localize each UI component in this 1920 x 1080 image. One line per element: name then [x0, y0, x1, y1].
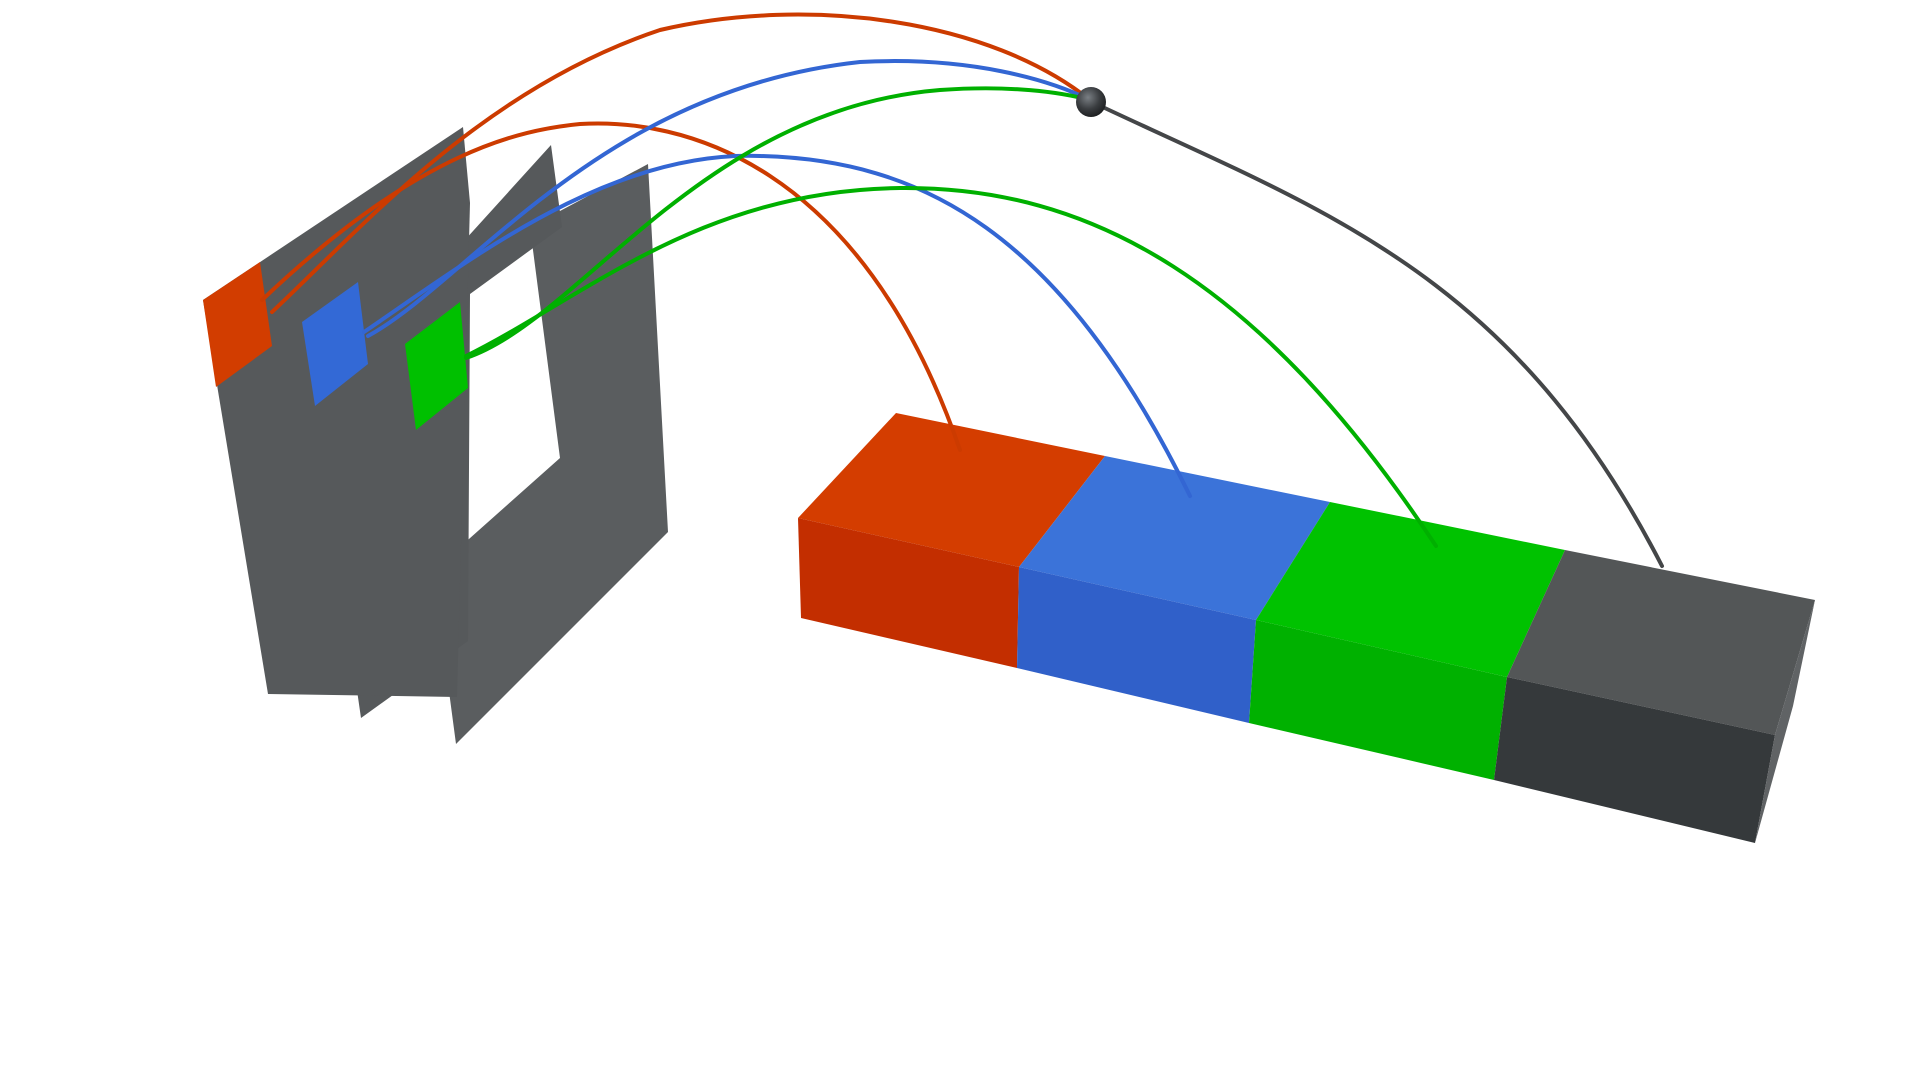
feature-map-layer-front — [203, 127, 470, 697]
output-segment-gray-top — [1507, 550, 1815, 735]
output-segment-red-top — [798, 413, 1105, 567]
patch-green — [405, 302, 468, 430]
patch-red — [203, 262, 272, 387]
connection-red-to-node — [270, 12, 1092, 314]
connection-red-to-output — [260, 121, 962, 452]
summation-node — [1076, 87, 1106, 117]
output-segment-green-front — [1249, 620, 1507, 780]
output-segment-gray-front — [1494, 677, 1775, 843]
connection-lines — [260, 12, 1664, 568]
output-bar — [798, 413, 1815, 843]
patch-blue — [302, 282, 368, 406]
output-segment-blue-front — [1017, 567, 1256, 723]
connection-green-to-output — [464, 185, 1438, 548]
connection-node-to-gray-output — [1090, 100, 1664, 568]
feature-map-layer-back — [433, 164, 668, 744]
output-segment-red-front — [798, 518, 1019, 668]
output-segment-green-top — [1256, 502, 1565, 677]
connection-blue-to-node — [366, 59, 1092, 338]
connection-blue-to-output — [362, 153, 1192, 498]
output-segment-blue-top — [1019, 456, 1330, 620]
connection-green-to-node — [464, 86, 1092, 360]
output-segment-gray-side — [1755, 600, 1815, 843]
input-feature-map-stack — [203, 127, 668, 744]
